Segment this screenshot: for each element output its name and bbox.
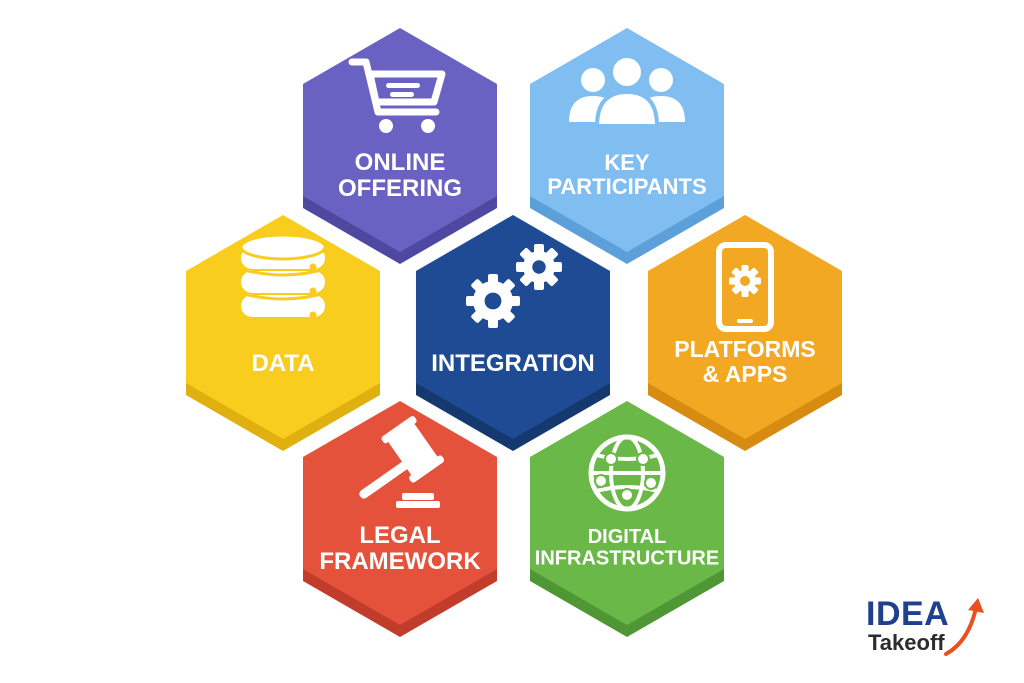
hexagon-face [303, 401, 497, 625]
hexagon-integration: INTEGRATION [416, 215, 610, 451]
hexagon-label-online-offering-line-1: ONLINE [355, 149, 446, 176]
idea-takeoff-logo: IDEA Takeoff [866, 596, 1006, 666]
hexagon-face [186, 215, 380, 439]
tablet-gear-icon [716, 242, 774, 332]
hexagon-label-platforms-apps-line-2: & APPS [703, 361, 788, 387]
hexagon-label-legal-framework-line-1: LEGAL [359, 522, 440, 549]
network-globe-icon [588, 434, 666, 512]
rising-arrow-icon [944, 598, 984, 656]
hexagon-label-key-participants-line-1: KEY [604, 150, 650, 175]
hexagon-data: DATA [186, 215, 380, 451]
hexagon-face [530, 401, 724, 625]
hexagon-face [530, 28, 724, 252]
hexagon-label-digital-infrastructure-line-1: DIGITAL [588, 526, 667, 548]
hexagon-label-digital-infrastructure-line-2: INFRASTRUCTURE [535, 548, 719, 570]
database-icon [239, 233, 327, 319]
logo-name-bottom: Takeoff [868, 630, 945, 655]
hexagon-label-online-offering-line-2: OFFERING [338, 175, 462, 202]
hexagon-label-key-participants-line-2: PARTICIPANTS [547, 174, 706, 199]
hexagon-label-integration-line-1: INTEGRATION [431, 350, 595, 377]
people-group-icon [569, 54, 685, 128]
logo-name-top: IDEA [866, 595, 950, 633]
gavel-icon [359, 416, 445, 508]
hexagon-label-platforms-apps-line-1: PLATFORMS [674, 336, 815, 362]
hexagon-label-data-line-1: DATA [251, 350, 314, 377]
gears-icon [466, 244, 562, 328]
hexagon-label-legal-framework-line-2: FRAMEWORK [319, 548, 481, 575]
hexagon-platforms-apps: PLATFORMS& APPS [648, 215, 842, 451]
hexagon-face [303, 28, 497, 252]
shopping-cart-icon [348, 58, 446, 133]
